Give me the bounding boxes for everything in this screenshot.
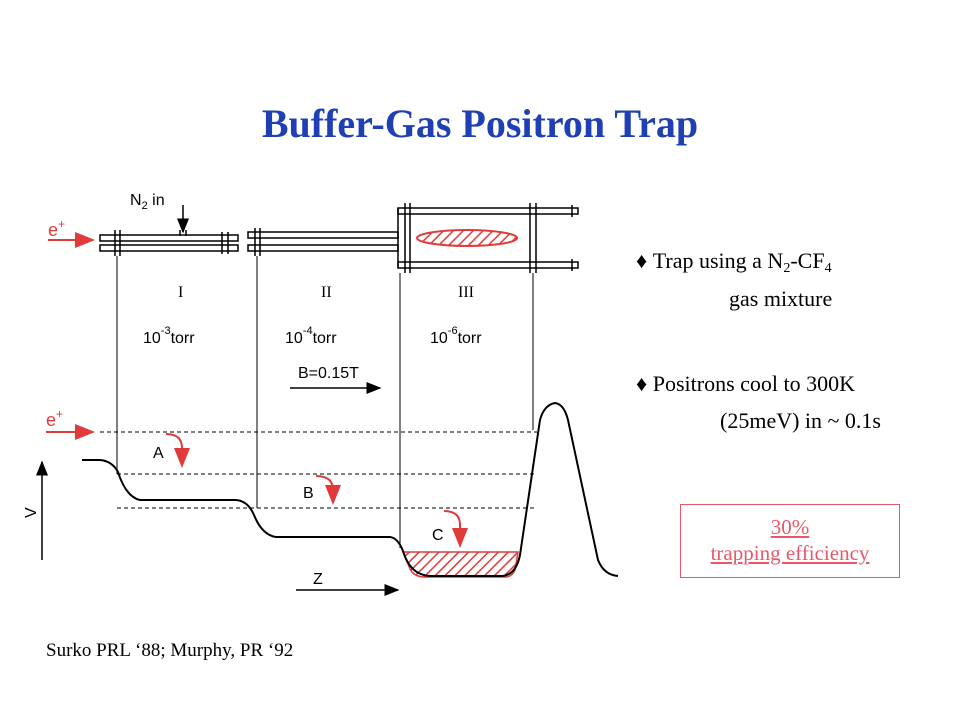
svg-text:N2 in: N2 in — [130, 192, 165, 212]
stage-roman-1: I — [178, 284, 183, 301]
stage-labels: I II III — [178, 284, 474, 301]
drop-arrows: A B C — [153, 433, 468, 548]
svg-text:e+: e+ — [46, 407, 63, 430]
n2-subscript: 2 — [142, 200, 148, 212]
drop-arrow-c — [443, 510, 468, 548]
efficiency-label: trapping efficiency — [710, 541, 870, 565]
bullet-glyph-2: ♦ — [636, 371, 648, 396]
positron-inlet-top: e+ — [48, 217, 95, 248]
energy-levels — [100, 431, 537, 509]
z-axis-label: Z — [313, 571, 323, 588]
positron-cloud — [416, 229, 518, 247]
pressure-labels: 10-3torr 10-4torr 10-6torr — [143, 325, 482, 347]
field-label: B=0.15T — [298, 365, 359, 382]
magnetic-field: B=0.15T — [290, 365, 382, 394]
efficiency-box: 30% trapping efficiency — [680, 504, 900, 578]
bullet-glyph-1: ♦ — [636, 248, 648, 273]
n2-inlet: N2 in — [130, 192, 189, 234]
pressure-stage-1: 10-3torr — [143, 325, 195, 347]
positron-label-top: e — [48, 220, 58, 240]
citation: Surko PRL ‘88; Murphy, PR ‘92 — [46, 640, 294, 661]
trapped-positrons — [401, 551, 519, 578]
positron-label-bottom: e — [46, 410, 56, 430]
positron-inlet-bottom: e+ — [46, 407, 95, 440]
pressure-stage-2: 10-4torr — [285, 325, 337, 347]
slide-title: Buffer-Gas Positron Trap — [261, 101, 699, 146]
efficiency-value: 30% — [770, 515, 810, 539]
drop-label-c: C — [432, 527, 444, 544]
bullet-cooling: ♦ Positrons cool to 300K — [636, 371, 856, 396]
bullet-gas-mixture-line2: gas mixture — [729, 286, 833, 311]
n2-label: N — [130, 192, 142, 209]
v-axis-label: V — [23, 507, 40, 518]
drop-arrow-b — [315, 475, 341, 505]
drop-arrow-a — [165, 433, 190, 468]
stage-boundaries — [116, 256, 534, 548]
drop-label-a: A — [153, 445, 164, 462]
electrode-structure — [99, 203, 579, 273]
bullet-gas-mixture: ♦ Trap using a N2-CF4 — [636, 248, 832, 276]
positron-sup-bottom: + — [56, 407, 63, 421]
pressure-stage-3: 10-6torr — [430, 325, 482, 347]
svg-text:e+: e+ — [48, 217, 65, 240]
potential-curve — [82, 401, 619, 577]
positron-sup-top: + — [58, 217, 65, 231]
bullet-cooling-line2: (25meV) in ~ 0.1s — [720, 408, 881, 433]
stage-roman-3: III — [458, 284, 474, 301]
n2-suffix: in — [148, 192, 165, 209]
stage-roman-2: II — [321, 284, 332, 301]
drop-label-b: B — [303, 485, 314, 502]
axes: V Z — [23, 460, 400, 596]
